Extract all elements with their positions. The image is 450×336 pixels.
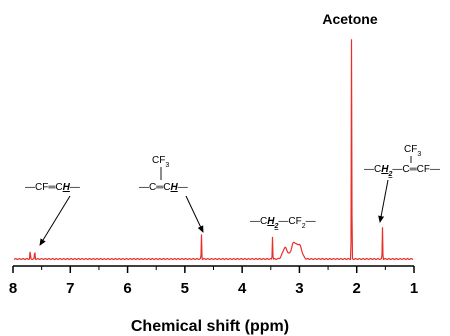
arrow-cf3-ch2-c-cf: [378, 179, 389, 223]
arrow-cf3-c-ch: [185, 195, 204, 233]
fragment-cf-ch: —CF═CH—: [25, 182, 80, 193]
fragment-ch2-cf2: —CH2—CF2—: [250, 216, 316, 230]
svg-text:CF3: CF3: [152, 155, 169, 169]
x-tick-label: 7: [66, 280, 74, 297]
acetone-label: Acetone: [322, 11, 377, 27]
spectrum-line: [13, 39, 414, 261]
x-axis-tick-labels: 8 7 6 5 4 3 2 1: [9, 280, 418, 297]
x-tick-label: 5: [181, 280, 189, 297]
x-tick-label: 2: [353, 280, 361, 297]
x-tick-label: 6: [123, 280, 131, 297]
svg-text:—CF═CH—: —CF═CH—: [25, 182, 80, 193]
fragment-cf3-c-ch: CF3 —C═CH—: [139, 155, 188, 193]
arrow-cf-ch: [39, 195, 71, 246]
x-tick-label: 8: [9, 280, 17, 297]
x-axis-title: Chemical shift (ppm): [131, 318, 289, 335]
fragment-cf3-ch2-c-cf: CF3 —CH2—C═CF—: [364, 144, 440, 178]
svg-text:—CH2—C═CF—: —CH2—C═CF—: [364, 164, 440, 178]
x-tick-label: 3: [295, 280, 303, 297]
svg-text:—CH2—CF2—: —CH2—CF2—: [250, 216, 316, 230]
svg-text:CF3: CF3: [404, 144, 421, 158]
x-axis-ticks: [12, 266, 415, 273]
svg-text:—C═CH—: —C═CH—: [139, 182, 188, 193]
x-tick-label: 4: [238, 280, 247, 297]
x-tick-label: 1: [410, 280, 418, 297]
